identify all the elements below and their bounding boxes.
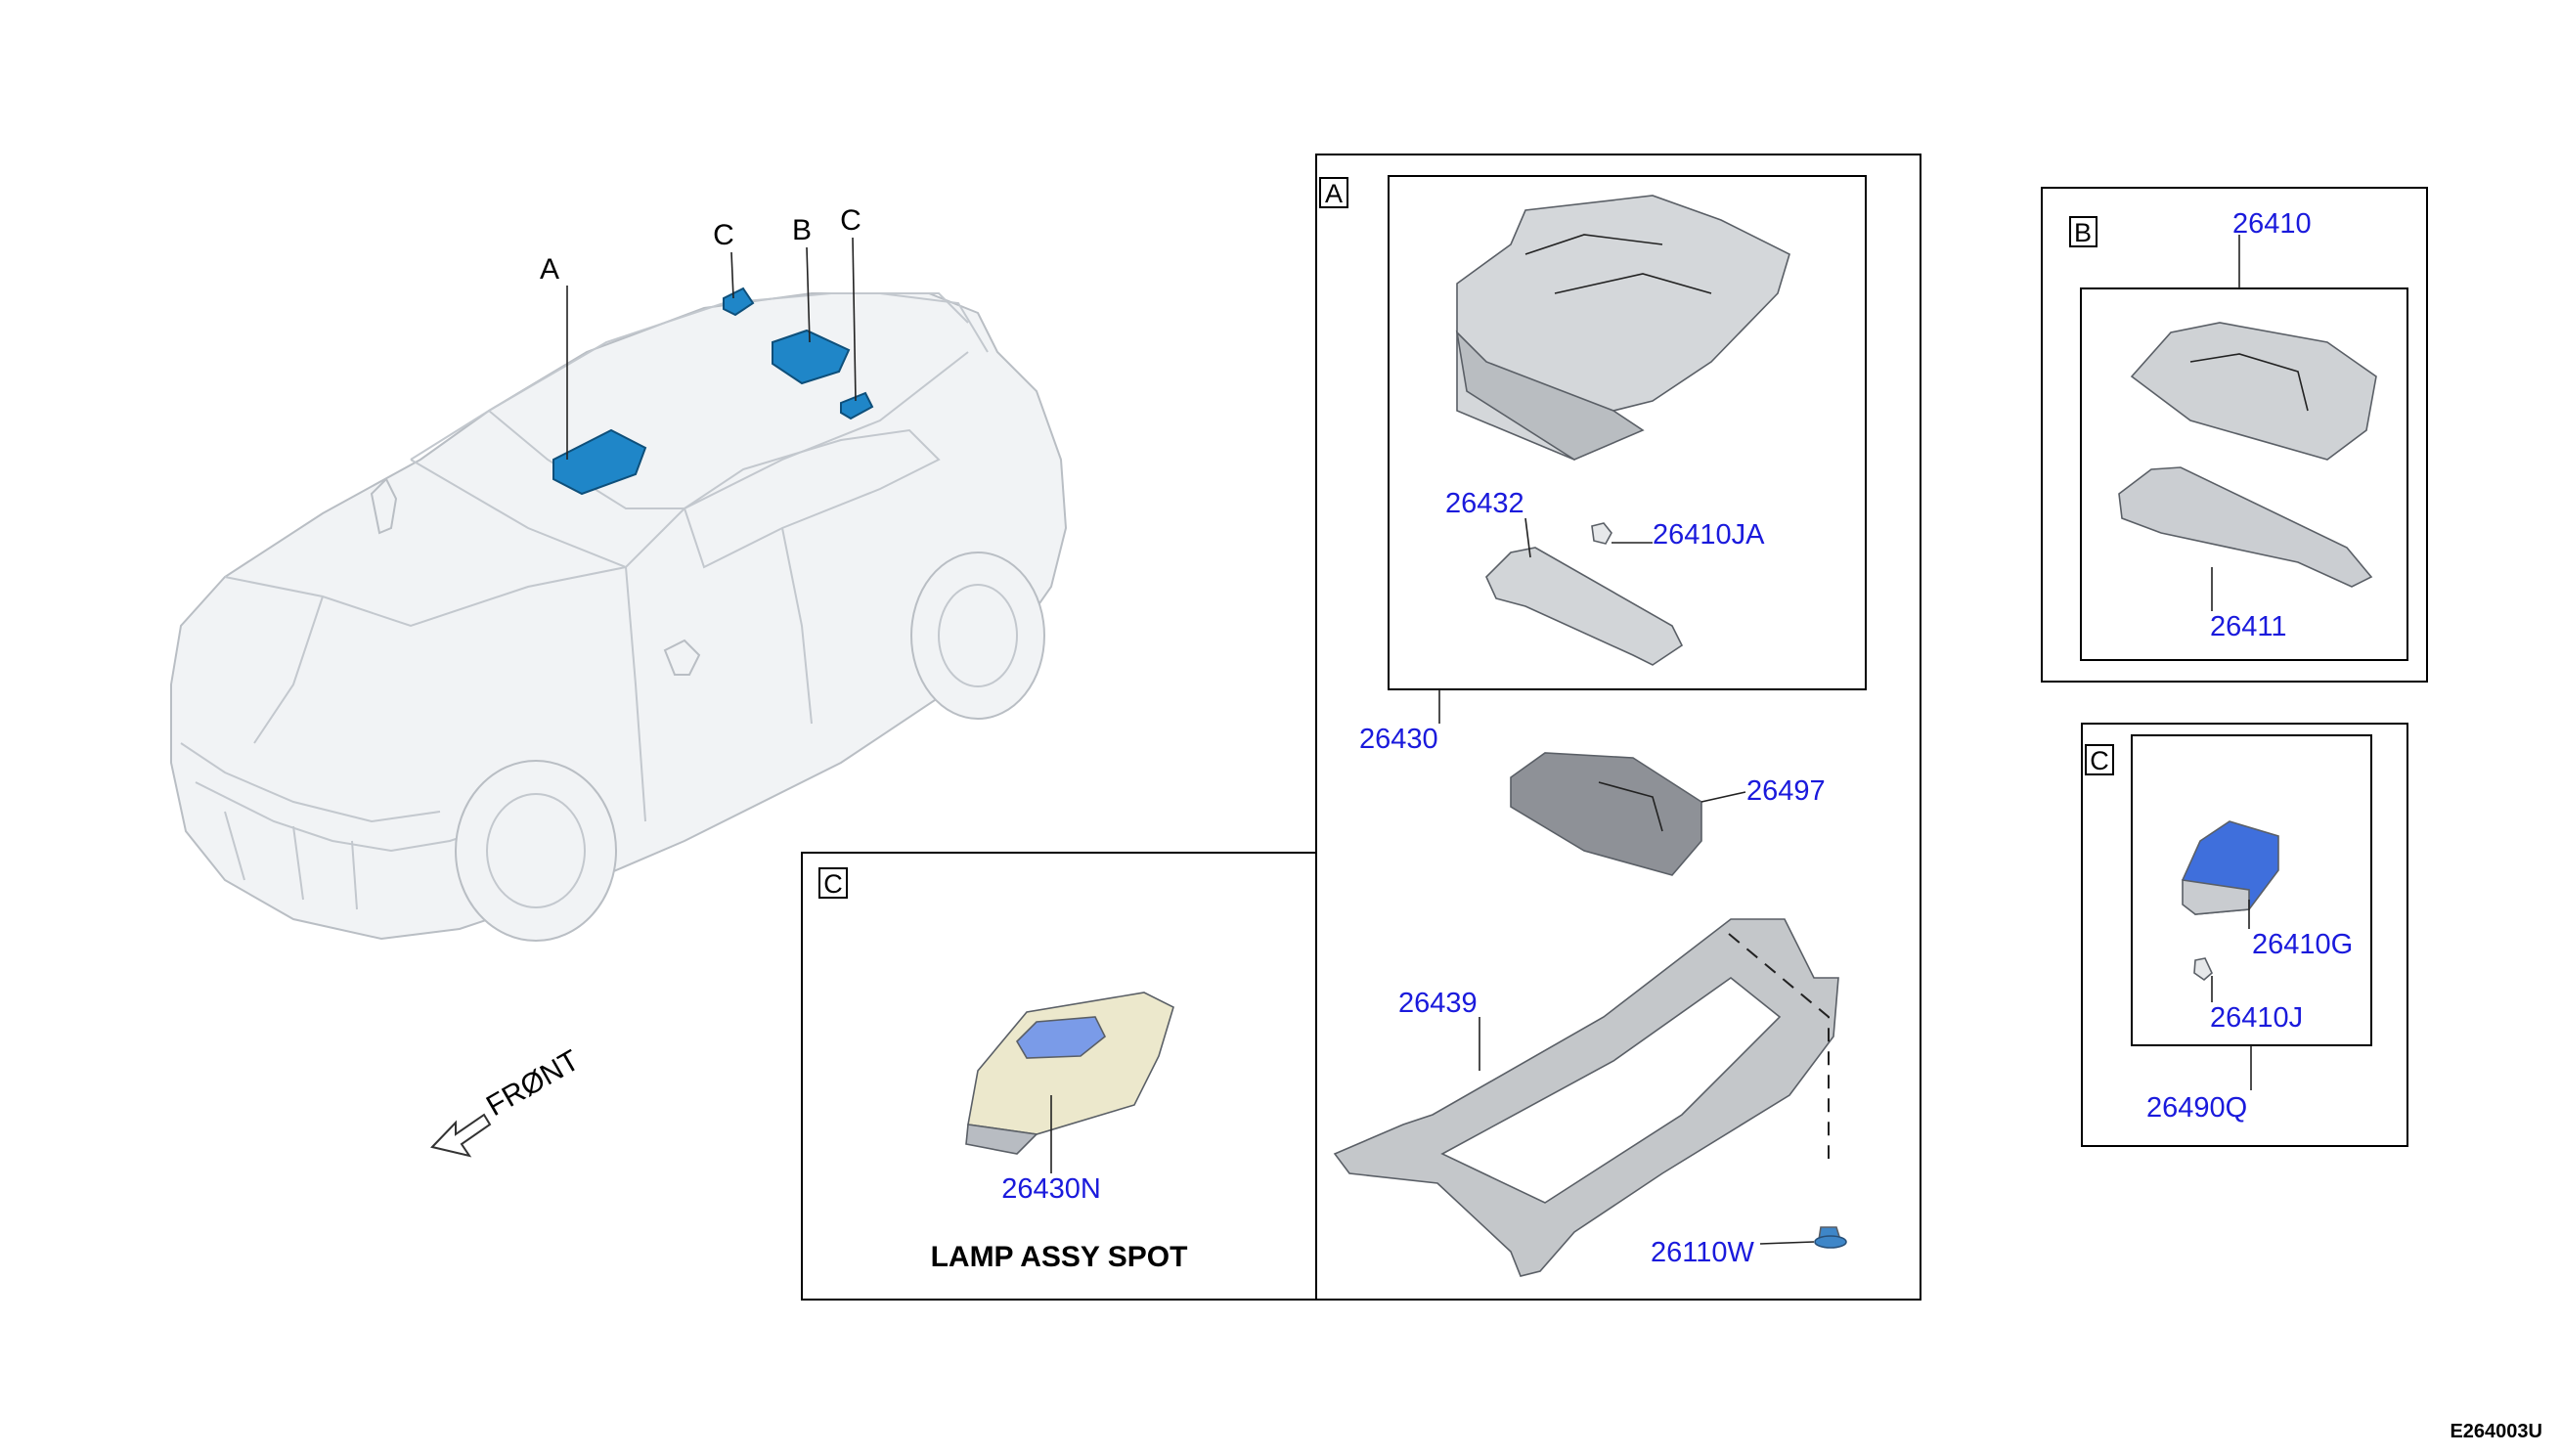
panel-b-tag — [2069, 216, 2097, 247]
panel-a-tag — [1319, 177, 1348, 208]
panel-c-right: C 26410G 26410J 26490Q — [2081, 723, 2408, 1147]
highlight-lamp-a — [552, 428, 647, 496]
panel-c-bottom-letter: C — [823, 869, 843, 899]
front-indicator: FRØNT — [430, 1044, 585, 1158]
bulb-26410JA — [1591, 522, 1612, 545]
panel-c-right-frame — [2081, 723, 2408, 1147]
front-arrow-icon — [430, 1113, 492, 1158]
marker-a: A — [540, 253, 559, 286]
panel-a-frame — [1315, 154, 1921, 1301]
highlight-lamp-c-rear — [840, 391, 874, 420]
part-26432: 26432 — [1445, 488, 1524, 519]
lens-26432 — [1485, 547, 1684, 666]
part-26430: 26430 — [1359, 724, 1438, 755]
panel-c-right-letter: C — [2090, 746, 2109, 775]
marker-c-rear: C — [840, 204, 861, 237]
part-26490Q: 26490Q — [2146, 1092, 2247, 1124]
part-26497: 26497 — [1746, 775, 1826, 807]
part-26439: 26439 — [1398, 988, 1478, 1019]
part-26410G: 26410G — [2252, 929, 2353, 960]
room-lamp-26410 — [2130, 322, 2377, 461]
lamp-26410G-base — [2182, 879, 2250, 915]
highlighted-lamps — [552, 287, 874, 496]
map-lamp-housing-side — [1455, 330, 1645, 461]
panel-a-letter: A — [1325, 179, 1343, 208]
panel-a-inner-frame — [1388, 175, 1867, 690]
spot-lamp-lens — [1015, 1016, 1107, 1059]
lens-26411 — [2118, 466, 2373, 588]
marker-b: B — [792, 214, 812, 246]
panel-a: A 26432 26410JA 26430 26497 26439 — [1315, 154, 1921, 1301]
part-26410JA: 26410JA — [1653, 519, 1765, 551]
panel-c-right-tag — [2085, 744, 2114, 775]
bulb-26410J — [2193, 957, 2213, 982]
vehicle-illustration — [170, 292, 1068, 942]
fastener-path — [1728, 933, 1830, 1159]
frame-26439-opening — [1440, 976, 1782, 1204]
overview-markers: A C B C — [540, 204, 861, 460]
part-26110W: 26110W — [1651, 1237, 1754, 1268]
panel-c-bottom-caption: LAMP ASSY SPOT — [931, 1241, 1188, 1273]
marker-c-front: C — [713, 219, 734, 251]
front-label: FRØNT — [481, 1044, 585, 1123]
spot-lamp-housing — [967, 992, 1174, 1135]
diagram-code: E264003U — [2450, 1421, 2542, 1442]
part-26410: 26410 — [2232, 208, 2312, 240]
highlight-lamp-b — [772, 329, 851, 385]
panel-b-inner-frame — [2080, 287, 2408, 661]
part-26411: 26411 — [2210, 611, 2287, 642]
panel-c-bottom: C 26430N LAMP ASSY SPOT — [801, 852, 1317, 1301]
panel-c-bottom-tag — [818, 867, 848, 899]
panel-b: B 26410 26411 — [2041, 187, 2428, 683]
bracket-26497 — [1510, 752, 1702, 876]
spot-lamp-connector — [965, 1124, 1038, 1155]
screw-26110W-head — [1814, 1235, 1847, 1249]
highlight-lamp-c-front — [723, 287, 755, 317]
part-26410J: 26410J — [2210, 1002, 2303, 1034]
panel-b-letter: B — [2074, 218, 2092, 247]
part-26430N: 26430N — [1001, 1173, 1101, 1205]
panel-b-frame — [2041, 187, 2428, 683]
